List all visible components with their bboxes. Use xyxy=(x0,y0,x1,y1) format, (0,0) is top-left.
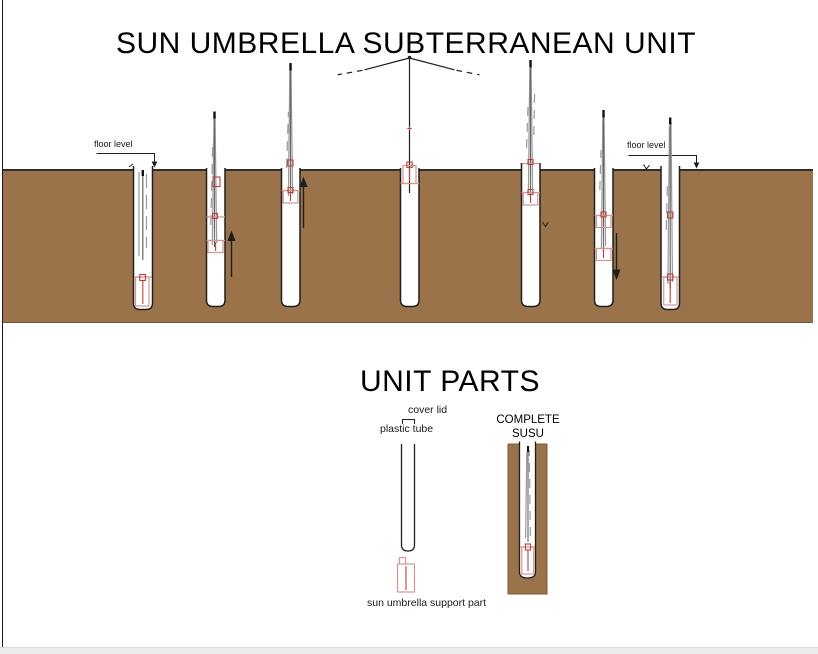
susu-stage-open xyxy=(337,55,480,308)
floor-level-label-right: floor level xyxy=(627,140,666,150)
page-title: SUN UMBRELLA SUBTERRANEAN UNIT xyxy=(115,27,697,60)
susu-stage-closing xyxy=(520,60,541,308)
plastic-tube-drawing xyxy=(400,444,416,552)
susu-stage-raising-low xyxy=(205,111,226,308)
susu-stage-lowered xyxy=(660,117,681,311)
canvas-bottom-edge xyxy=(0,647,818,654)
susu-stage-raising-high xyxy=(280,63,301,308)
plastic-tube-label: plastic tube xyxy=(380,423,434,435)
complete-susu-label-line2: SUSU xyxy=(512,427,544,440)
floor-level-right-leader xyxy=(628,155,700,170)
up-arrow-icon xyxy=(299,176,308,228)
susu-stage-lowering xyxy=(593,110,614,308)
cover-lid-drawing xyxy=(402,419,415,424)
support-part-label: sun umbrella support part xyxy=(367,597,487,609)
unit-parts-title: UNIT PARTS xyxy=(359,365,541,398)
complete-susu-label-line1: COMPLETE xyxy=(496,414,560,426)
complete-susu-label: COMPLETE SUSU xyxy=(493,414,563,441)
susu-stage-buried xyxy=(128,163,154,311)
cover-lid-label: cover lid xyxy=(408,404,448,416)
complete-susu-drawing xyxy=(507,441,548,595)
floor-level-left-leader xyxy=(96,153,158,168)
support-part-drawing xyxy=(396,556,416,593)
down-chevron-icon xyxy=(542,221,549,228)
floor-level-label-left: floor level xyxy=(94,139,133,149)
canvas-left-border xyxy=(2,0,3,648)
down-arrow-icon xyxy=(612,233,621,280)
up-arrow-icon xyxy=(227,230,236,277)
